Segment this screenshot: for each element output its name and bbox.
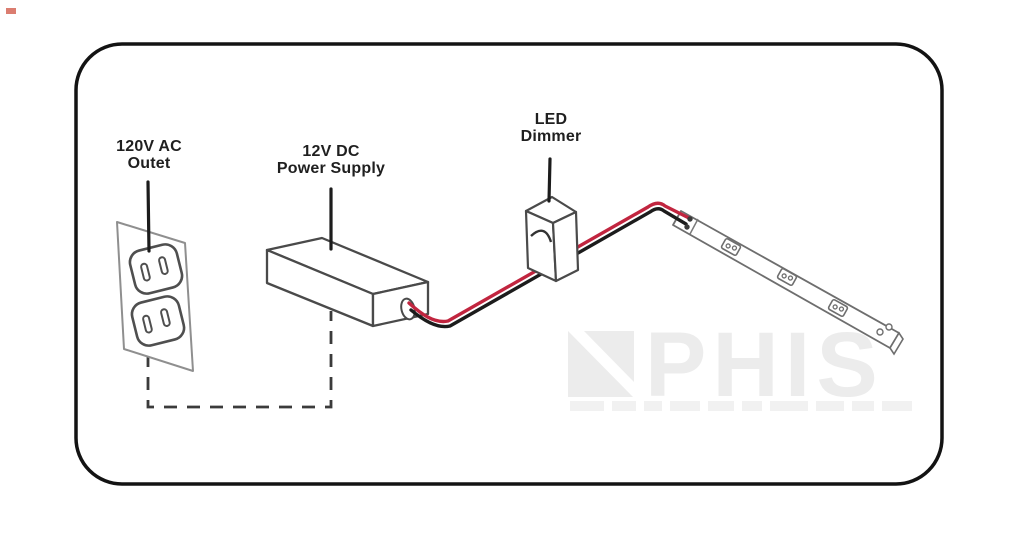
- socket-slot: [142, 314, 153, 334]
- dimmer-front-face: [524, 209, 558, 283]
- outlet-leader-line: [146, 180, 151, 253]
- led-chip: [720, 237, 742, 257]
- outlet-socket-bottom: [130, 295, 186, 347]
- dimmer-right-face: [551, 210, 580, 283]
- watermark-logo-upper: [584, 331, 634, 382]
- dimmer-label-line1: LED: [534, 111, 568, 128]
- strip-end-cap: [889, 331, 904, 356]
- power-supply-label-line2: Power Supply: [276, 159, 386, 177]
- dimmer-label-line2: Dimmer: [520, 127, 582, 145]
- strip-pad-divider: [689, 218, 699, 235]
- watermark-subtext: [570, 401, 912, 411]
- led-chip: [827, 298, 849, 318]
- ac-outlet: [116, 221, 194, 372]
- socket-slot: [158, 256, 169, 275]
- outlet-label-line2: Outet: [127, 154, 171, 172]
- outlet-socket-top: [128, 243, 184, 295]
- power-supply-label: 12V DC Power Supply: [251, 143, 411, 177]
- watermark-logo: [568, 331, 633, 397]
- label-leader-lines: [146, 157, 552, 253]
- led-chip: [776, 267, 798, 287]
- strip-end-pad: [885, 323, 893, 331]
- watermark-text: PHIS: [645, 314, 884, 416]
- power-supply: [265, 236, 430, 328]
- socket-slot: [140, 262, 151, 282]
- led-dimmer: [524, 195, 580, 283]
- wire-black: [409, 207, 688, 329]
- corner-artifact: [6, 8, 16, 14]
- outlet-label: 120V AC Outet: [69, 138, 229, 172]
- socket-slot: [160, 308, 171, 327]
- diagram-border-frame: [74, 42, 944, 486]
- led-strip: [672, 210, 904, 356]
- dimmer-leader-line: [547, 157, 552, 203]
- wire-red: [407, 201, 691, 324]
- dimmer-label: LED Dimmer: [471, 111, 631, 145]
- strip-solder-pads: [684, 216, 693, 230]
- dimmer-dial-arc: [530, 229, 553, 243]
- outlet-label-line1: 120V AC: [116, 138, 182, 155]
- strip-end-pad: [876, 328, 884, 336]
- power-supply-label-line1: 12V DC: [302, 143, 360, 160]
- power-wires: [407, 201, 691, 329]
- ac-cord-dashed-line: [146, 311, 333, 409]
- outlet-plate: [116, 221, 194, 372]
- watermark: PHIS: [568, 314, 912, 416]
